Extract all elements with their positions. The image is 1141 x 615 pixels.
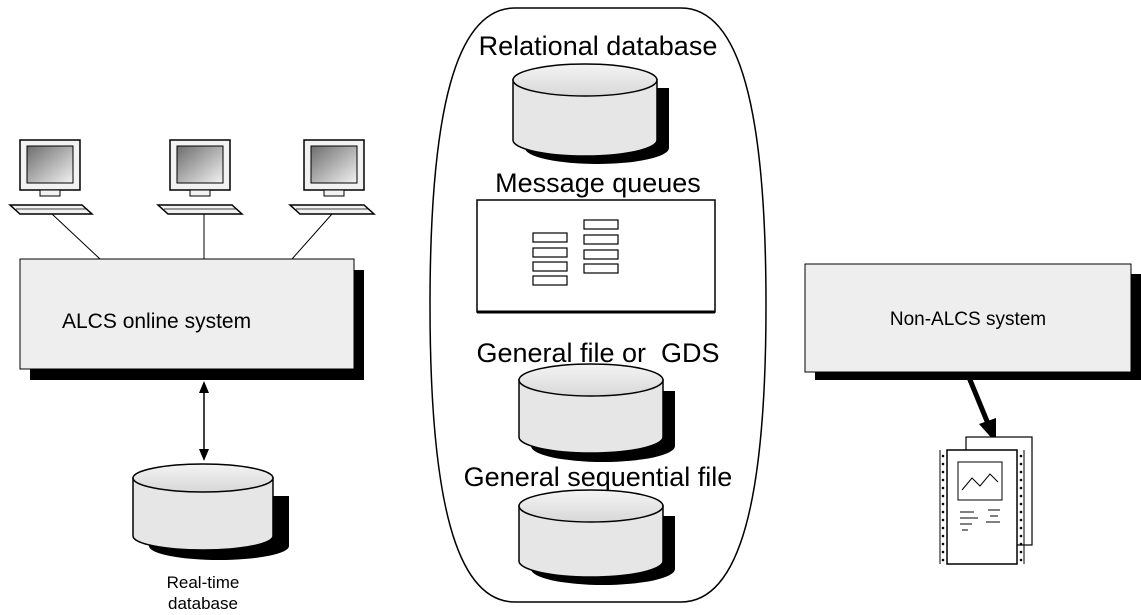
alcs-label: ALCS online system [62,310,251,333]
message-queues-label: Message queues [495,168,701,198]
terminal-1 [8,139,94,215]
output-arrow [965,374,996,443]
realtime-db-label-line1: Real-time [167,573,240,592]
general-file-gds-disk [518,363,675,462]
realtime-db-label-line2: database [168,594,238,613]
non-alcs-system-box: Non-ALCS system [804,263,1141,380]
alcs-online-system-box: ALCS online system [19,258,364,380]
relational-database-label: Relational database [479,31,718,61]
relational-database-disk [512,63,669,164]
non-alcs-label: Non-ALCS system [890,309,1046,330]
general-file-gds-label: General file or GDS [476,338,719,368]
bidirectional-arrow [199,381,209,461]
terminal-3 [288,139,376,215]
general-sequential-file-label: General sequential file [464,462,733,492]
terminal-connectors [51,213,333,260]
message-queues-panel [476,199,716,314]
realtime-database-disk [132,463,289,560]
printed-report-icon [939,436,1033,565]
general-sequential-file-disk [518,489,675,585]
terminal-2 [156,139,244,215]
